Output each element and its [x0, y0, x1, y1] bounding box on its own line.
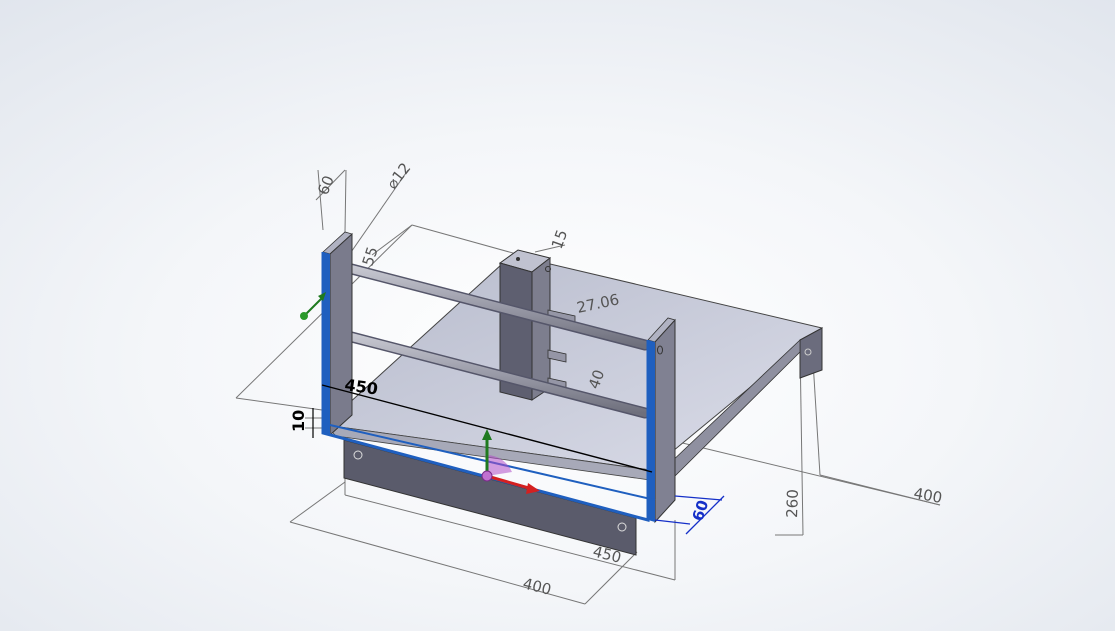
dim-15[interactable]: 15	[548, 227, 571, 251]
dim-60-active[interactable]: 60	[689, 498, 713, 523]
base-plate[interactable]	[323, 254, 824, 556]
active-dimension-60[interactable]	[654, 495, 725, 535]
dim-40[interactable]: 40	[585, 367, 608, 391]
triad-ring-icon[interactable]	[487, 455, 512, 476]
right-end-plate[interactable]	[647, 317, 676, 524]
drag-handle-icon[interactable]	[300, 292, 326, 320]
dim-10[interactable]: 10	[289, 410, 308, 432]
dim-260[interactable]: 260	[783, 489, 802, 518]
triad-x-arrow-icon[interactable]	[486, 474, 533, 491]
dim-60-top[interactable]: 60	[314, 173, 338, 197]
spindle-bracket[interactable]	[498, 249, 576, 401]
dim-400-right[interactable]: 400	[912, 484, 943, 507]
move-triad[interactable]	[481, 429, 540, 494]
guide-rods[interactable]	[334, 260, 651, 419]
dim-diameter-12[interactable]: ⌀12	[383, 159, 414, 192]
left-end-plate[interactable]	[322, 231, 353, 437]
dim-450-selected[interactable]: 450	[343, 375, 379, 398]
dim-400-front[interactable]: 400	[521, 574, 553, 598]
dim-55[interactable]: 55	[359, 245, 382, 269]
